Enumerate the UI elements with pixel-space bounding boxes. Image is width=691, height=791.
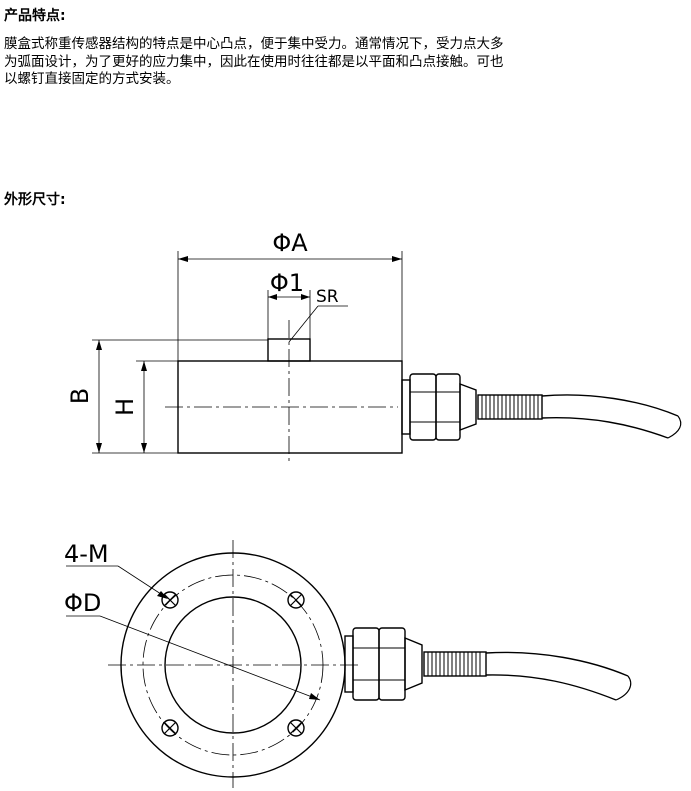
dim-label-sr: SR — [316, 287, 339, 307]
leader-line — [117, 565, 165, 597]
dim-label-phi-d: ΦD — [64, 589, 101, 617]
features-line: 以螺钉直接固定的方式安装。 — [4, 71, 180, 87]
bolt-hole — [161, 591, 179, 609]
arrowhead — [141, 361, 147, 453]
dim-label-h: H — [111, 398, 139, 416]
dim-label-phi-1: Φ1 — [270, 269, 304, 297]
bolt-hole — [287, 591, 305, 609]
dim-label-b: B — [66, 388, 94, 404]
features-line: 为弧面设计，为了更好的应力集中，因此在使用时往往都是以平面和凸点接触。可也 — [4, 53, 504, 70]
inner-circle — [164, 596, 302, 734]
features-paragraph: 膜盒式称重传感器结构的特点是中心凸点，便于集中受力。通常情况下，受力点大多 为弧… — [4, 36, 684, 89]
arrowhead — [309, 693, 320, 700]
features-line: 膜盒式称重传感器结构的特点是中心凸点，便于集中受力。通常情况下，受力点大多 — [4, 36, 504, 52]
strain-relief — [423, 651, 487, 677]
bolt-hole — [161, 719, 179, 737]
dimensions-heading: 外形尺寸: — [4, 192, 66, 208]
top-view — [66, 540, 632, 788]
bolt-hole — [287, 719, 305, 737]
leader-line — [288, 305, 319, 343]
cable-gland — [344, 627, 423, 701]
arrowhead — [268, 294, 310, 300]
cable-gland — [401, 373, 477, 441]
features-heading: 产品特点: — [4, 8, 66, 24]
strain-relief — [477, 394, 543, 420]
dim-label-4-m: 4-M — [64, 540, 109, 568]
side-view — [92, 251, 682, 465]
cable — [541, 394, 682, 439]
dim-label-phi-a: ΦA — [272, 229, 308, 257]
leader-line — [99, 615, 321, 701]
cable — [485, 651, 632, 701]
arrowhead — [157, 591, 168, 599]
